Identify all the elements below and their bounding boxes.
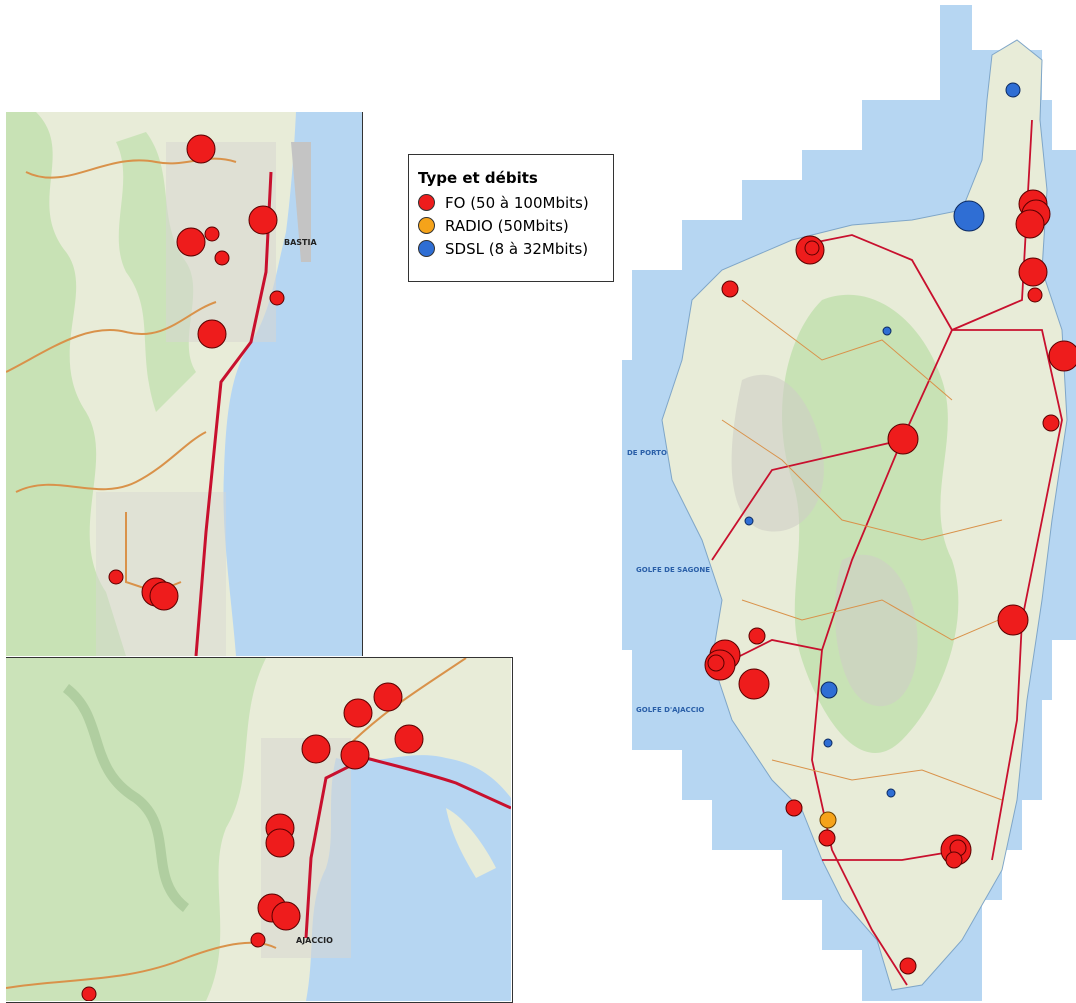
fo-site-marker[interactable] [269, 290, 285, 306]
sea-label-ajaccio: GOLFE D'AJACCIO [636, 706, 704, 714]
legend-label: FO (50 à 100Mbits) [445, 193, 589, 212]
sea-label-sagone: GOLFE DE SAGONE [636, 566, 710, 574]
radio-swatch-icon [418, 217, 435, 234]
bastia-map-canvas: BASTIA [6, 112, 362, 656]
fo-site-marker[interactable] [1027, 287, 1043, 303]
sdsl-site-marker[interactable] [1005, 82, 1021, 98]
fo-site-marker[interactable] [818, 829, 836, 847]
fo-site-marker[interactable] [804, 240, 820, 256]
fo-site-marker[interactable] [373, 682, 403, 712]
fo-swatch-icon [418, 194, 435, 211]
legend-label: RADIO (50Mbits) [445, 216, 569, 235]
fo-site-marker[interactable] [108, 569, 124, 585]
corsica-overview-map[interactable]: DE PORTO GOLFE DE SAGONE GOLFE D'AJACCIO [622, 0, 1076, 1001]
primary-road [731, 639, 823, 661]
ajaccio-inset-map[interactable]: AJACCIO [6, 657, 513, 1003]
sdsl-swatch-icon [418, 240, 435, 257]
fo-site-marker[interactable] [265, 828, 295, 858]
primary-road [304, 756, 367, 939]
sdsl-site-marker[interactable] [744, 516, 754, 526]
ajaccio-map-canvas: AJACCIO [6, 658, 511, 1001]
mountain-shading [731, 374, 824, 532]
fo-site-marker[interactable] [197, 319, 227, 349]
secondary-road [771, 759, 1003, 801]
sea-area [223, 112, 362, 656]
fo-site-marker[interactable] [887, 423, 919, 455]
bastia-inset-map[interactable]: BASTIA [6, 112, 363, 656]
primary-road [194, 171, 273, 656]
fo-site-marker[interactable] [214, 250, 230, 266]
forest-area [6, 658, 266, 1001]
legend-title: Type et débits [418, 169, 538, 187]
fo-site-marker[interactable] [997, 604, 1029, 636]
legend-label: SDSL (8 à 32Mbits) [445, 239, 589, 258]
secondary-road [741, 299, 953, 401]
fo-site-marker[interactable] [945, 851, 963, 869]
fo-site-marker[interactable] [1015, 209, 1045, 239]
primary-road [801, 234, 953, 331]
fo-site-marker[interactable] [343, 698, 373, 728]
fo-site-marker[interactable] [748, 627, 766, 645]
ridge-shading [62, 684, 190, 912]
site-markers [704, 82, 1076, 975]
fo-site-marker[interactable] [176, 227, 206, 257]
sdsl-site-marker[interactable] [882, 326, 892, 336]
fo-site-marker[interactable] [271, 901, 301, 931]
fo-site-marker[interactable] [301, 734, 331, 764]
fo-site-marker[interactable] [204, 226, 220, 242]
sea-label-porto: DE PORTO [627, 449, 667, 457]
fo-site-marker[interactable] [248, 205, 278, 235]
secondary-road [741, 599, 1023, 641]
primary-road [365, 756, 511, 810]
fo-site-marker[interactable] [1042, 414, 1060, 432]
city-label-bastia: BASTIA [284, 238, 317, 247]
peninsula [446, 808, 496, 878]
corsica-map-canvas: DE PORTO GOLFE DE SAGONE GOLFE D'AJACCIO [622, 5, 1076, 1001]
secondary-road-network [721, 299, 1023, 801]
legend-item-radio: RADIO (50Mbits) [418, 214, 613, 237]
fo-site-marker[interactable] [250, 932, 266, 948]
fo-site-marker[interactable] [1048, 340, 1076, 372]
fo-site-marker[interactable] [1018, 257, 1048, 287]
primary-road [711, 439, 903, 561]
site-markers [108, 134, 285, 611]
fo-site-marker[interactable] [340, 740, 370, 770]
sdsl-site-marker[interactable] [820, 681, 838, 699]
fo-site-marker[interactable] [721, 280, 739, 298]
fo-site-marker[interactable] [149, 581, 179, 611]
fo-site-marker[interactable] [738, 668, 770, 700]
sdsl-site-marker[interactable] [953, 200, 985, 232]
secondary-road [721, 419, 1003, 541]
fo-site-marker[interactable] [186, 134, 216, 164]
fo-site-marker[interactable] [707, 654, 725, 672]
site-markers [81, 682, 424, 1001]
primary-road [811, 119, 1033, 986]
secondary-road [6, 941, 277, 989]
fo-site-marker[interactable] [394, 724, 424, 754]
fo-site-marker[interactable] [785, 799, 803, 817]
mountain-shading [834, 554, 918, 707]
legend-item-sdsl: SDSL (8 à 32Mbits) [418, 237, 613, 260]
secondary-road [6, 301, 217, 373]
fo-site-marker[interactable] [899, 957, 917, 975]
map-legend: Type et débits FO (50 à 100Mbits) RADIO … [408, 154, 614, 282]
fo-site-marker[interactable] [81, 986, 97, 1001]
sdsl-site-marker[interactable] [886, 788, 896, 798]
secondary-road [15, 431, 207, 493]
radio-site-marker[interactable] [819, 811, 837, 829]
legend-item-fo: FO (50 à 100Mbits) [418, 191, 613, 214]
forest-area [6, 112, 126, 656]
sea-area [306, 755, 511, 1001]
primary-road [952, 329, 1063, 861]
harbor-pier [291, 142, 311, 262]
sdsl-site-marker[interactable] [823, 738, 833, 748]
city-label-ajaccio: AJACCIO [296, 936, 333, 945]
